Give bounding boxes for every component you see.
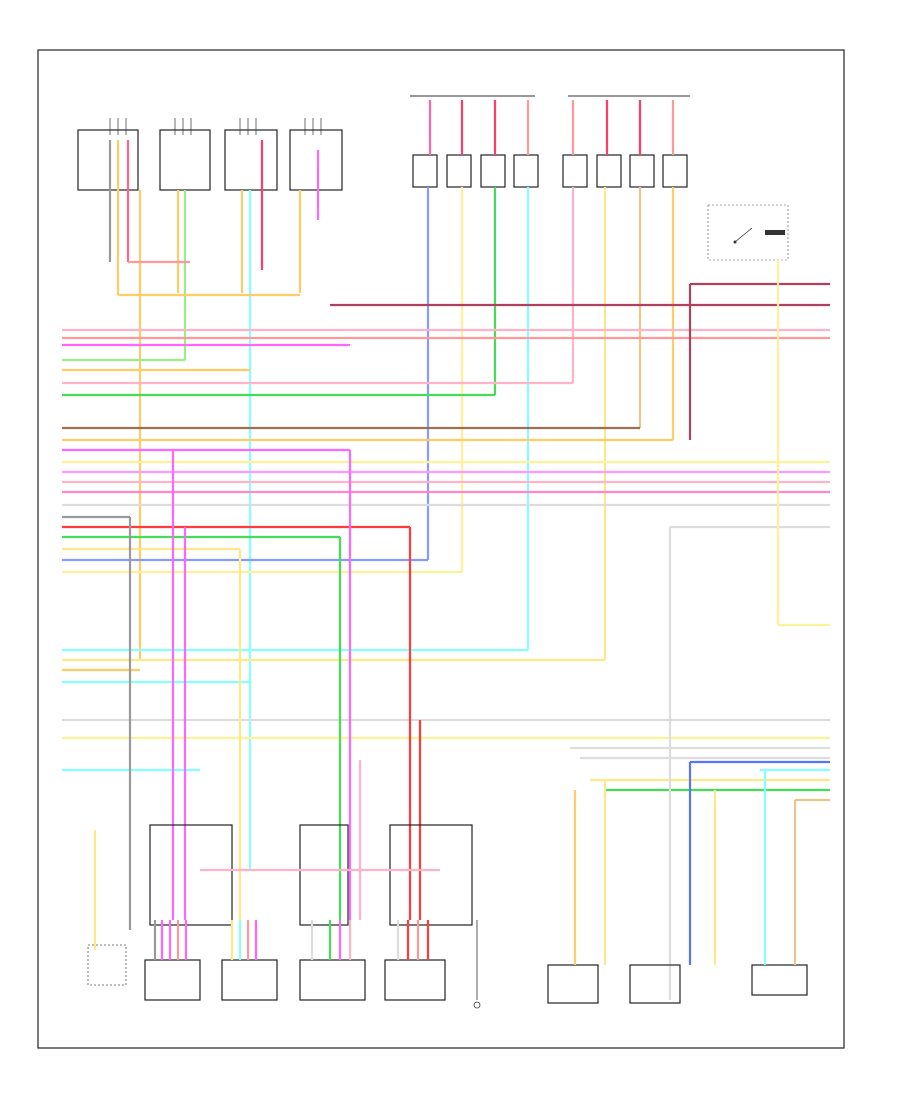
module-2 [221,959,278,1001]
module-3 [299,959,366,1001]
module-1 [144,959,201,1001]
coil-4 [513,154,539,188]
coil-group-right [562,95,690,188]
injector-connector-2 [159,129,211,191]
injector-connector-4 [289,129,343,191]
coil-2 [446,154,472,188]
sensor-right [751,964,808,996]
module-1-outline [149,824,233,926]
sensor-left [547,964,599,1004]
coil-group-left [410,95,539,188]
diagram-border [37,49,845,1049]
bottom-modules [87,824,808,1004]
injector-wires [108,140,320,870]
ground-symbol [473,920,481,1009]
module-pin-wires [153,762,797,965]
bus-wires [62,282,830,772]
lower-right-bus [570,746,830,802]
sensor-far-left [87,944,127,986]
coil-1 [412,154,438,188]
module-4 [384,959,446,1001]
vertical-trunk-wires [93,260,780,1000]
coil-3 [480,154,506,188]
injector-connector-1 [77,129,139,191]
injector-pin-stubs [109,118,322,135]
switch-symbol [707,204,789,261]
coil-7 [629,154,655,188]
coil-wires [426,100,675,660]
sensor-middle [629,964,681,1004]
coil-6 [596,154,622,188]
module-4-outline [389,824,473,926]
injector-connector-3 [224,129,278,191]
coil-5 [562,154,588,188]
module-3-outline [299,824,349,926]
coil-8 [662,154,688,188]
